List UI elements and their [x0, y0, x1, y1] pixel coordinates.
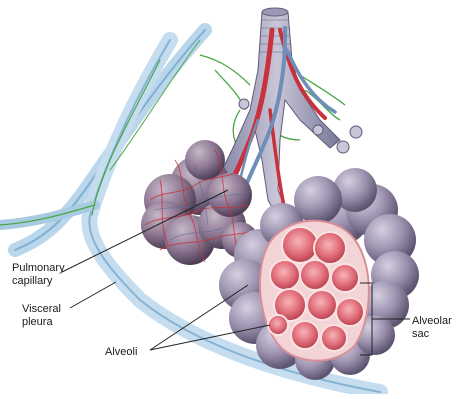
alveoli-cutaway — [260, 221, 369, 361]
alveolar-sac-label-line2: sac — [412, 328, 452, 341]
pulmonary-capillary-label-line2: capillary — [12, 275, 65, 288]
alveolar-sac-label-line1: Alveolar — [412, 315, 452, 328]
visceral-pleura-leader — [70, 282, 116, 308]
pulmonary-capillary-label-line1: Pulmonary — [12, 262, 65, 275]
visceral-pleura-label-line2: pleura — [22, 316, 61, 329]
alveoli-label: Alveoli — [105, 346, 137, 359]
visceral-pleura-label-line1: Visceral — [22, 303, 61, 316]
pulmonary-capillary-label: Pulmonary capillary — [12, 262, 65, 288]
alveolar-sac-label: Alveolar sac — [412, 315, 452, 341]
visceral-pleura-label: Visceral pleura — [22, 303, 61, 329]
